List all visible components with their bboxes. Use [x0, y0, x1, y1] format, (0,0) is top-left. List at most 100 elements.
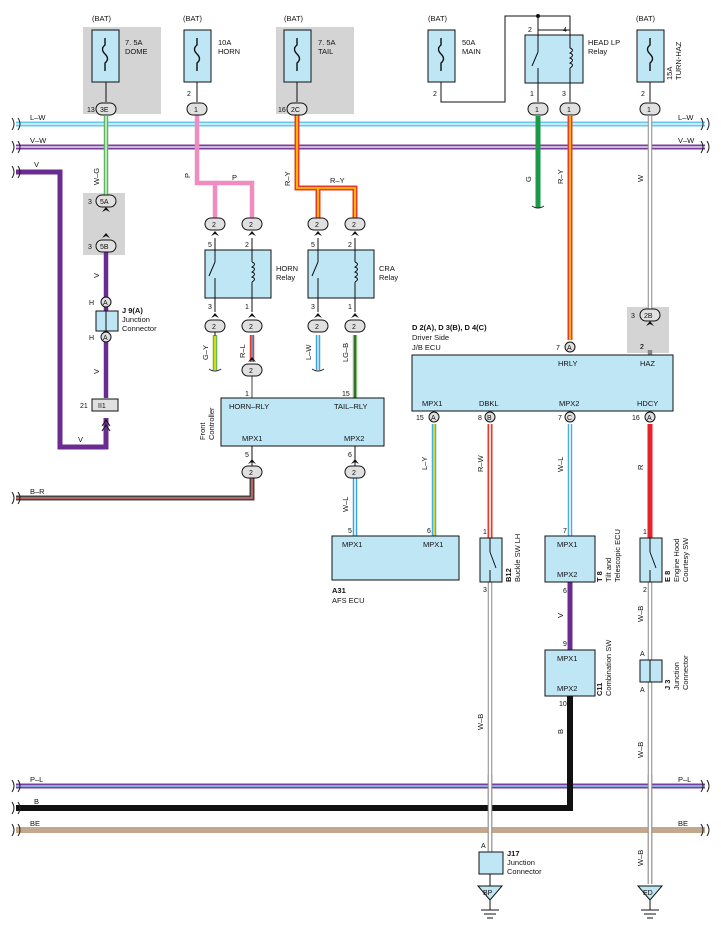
wire-lgb-label: LG–B [341, 343, 350, 362]
horn-relay-label-1: HORN [276, 264, 298, 273]
cra-relay-conn-1: 2 [315, 222, 319, 229]
wire-v-label-1: V [92, 273, 101, 278]
combo-sw-mpx1: MPX1 [557, 654, 577, 663]
afs-ecu-pin-left: 5 [348, 528, 352, 535]
front-controller-pin-mpx1: 5 [245, 452, 249, 459]
combo-sw-pin-bottom: 10 [559, 701, 567, 708]
jb-ecu-code: D 2(A), D 3(B), D 4(C) [412, 323, 487, 332]
horn-relay-label-2: Relay [276, 273, 295, 282]
c5a-conn: 5A [100, 199, 109, 206]
bus-be-label-r: BE [678, 819, 688, 828]
connector-pills [95, 102, 661, 479]
head-lp-pin-2: 2 [528, 27, 532, 34]
afs-ecu-box [331, 535, 460, 581]
fuse-turn-haz [636, 29, 665, 102]
j3-label-2: Connector [681, 655, 690, 690]
buckle-sw-pin-bottom: 3 [483, 587, 487, 594]
turn-fuse-conn: 1 [647, 107, 651, 114]
jb-ecu-mpx2: MPX2 [559, 399, 579, 408]
combo-sw-code: C11 [595, 683, 604, 696]
buckle-sw-pin-top: 1 [483, 529, 487, 536]
fuse-main [427, 15, 538, 103]
dome-fuse-supply: (BAT) [92, 14, 112, 23]
front-controller-conn-1: 2 [249, 470, 253, 477]
j17-pin: A [481, 843, 486, 850]
wire-rw-label: R–W [476, 454, 485, 472]
wire-w-label: W [636, 174, 645, 182]
j9-pin-top: H [89, 300, 94, 307]
head-lp-label: HEAD LP [588, 38, 620, 47]
tilt-ecu-box [544, 535, 596, 583]
bus-v-label: V [34, 160, 39, 169]
front-controller-label-2: Controller [207, 407, 216, 440]
head-lp-conn-1: 1 [535, 107, 539, 114]
horn-fuse-name: HORN [218, 47, 240, 56]
dome-fuse-rating: 7. 5A [125, 38, 143, 47]
tilt-ecu-label-2: Telescopic ECU [613, 529, 622, 582]
j3-label-1: Junction [672, 662, 681, 690]
afs-ecu-mpx1-right: MPX1 [423, 540, 443, 549]
jb-ecu-conn-dbkl: B [487, 415, 492, 422]
wire-wl-front-label: W–L [341, 497, 350, 512]
jb-ecu-haz: HAZ [640, 359, 655, 368]
jb-ecu-mpx1: MPX1 [422, 399, 442, 408]
combo-sw-name: Combination SW [604, 639, 613, 696]
wire-ry-label: R–Y [283, 171, 292, 186]
j3-pin-bottom: A [640, 687, 645, 694]
wire-v-left [16, 169, 109, 450]
jb-ecu-pin-mpx1: 15 [416, 415, 424, 422]
ground-bp-label: BP [483, 890, 493, 897]
jb-ecu-pin-hdcy: 16 [632, 415, 640, 422]
jb-ecu-hdcy: HDCY [637, 399, 658, 408]
horn-relay-conn-2: 2 [249, 222, 253, 229]
horn-fuse-rating: 10A [218, 38, 231, 47]
head-lp-pin-4: 4 [563, 27, 567, 34]
tilt-ecu-code: T 8 [595, 571, 604, 582]
jb-ecu-pin-mpx2: 7 [558, 415, 562, 422]
front-controller-tail-rly: TAIL–RLY [334, 402, 368, 411]
wire-b-label: B [556, 729, 565, 734]
horn-fuse-supply: (BAT) [183, 14, 203, 23]
wire-p [194, 110, 218, 218]
cra-relay-pin-5: 5 [311, 242, 315, 249]
wire-wb-hood-label: W–B [636, 606, 645, 622]
front-controller-pin-tail: 15 [342, 391, 350, 398]
wire-p-label-2: P [232, 173, 237, 182]
cra-relay-conn-2: 2 [352, 222, 356, 229]
hood-switch [639, 537, 663, 583]
j9-pin-a-top: A [103, 300, 108, 307]
j9-pin-a-bottom: A [103, 335, 108, 342]
main-fuse-name: MAIN [462, 47, 481, 56]
bus-br-label: B–R [30, 487, 45, 496]
horn-relay-conn-4: 2 [249, 324, 253, 331]
jb-ecu-hrly: HRLY [558, 359, 577, 368]
wire-wb-buckle-label: W–B [476, 714, 485, 730]
horn-fuse-conn: 1 [194, 107, 198, 114]
bus-be-label: BE [30, 819, 40, 828]
wire-lw-label: L–W [304, 344, 313, 360]
combo-sw-mpx2: MPX2 [557, 684, 577, 693]
wire-p-label: P [183, 173, 192, 178]
wire-v-label-2: V [92, 369, 101, 374]
turn-fuse-rating: 15A [665, 67, 674, 80]
horn-relay-conn-1: 2 [212, 222, 216, 229]
afs-ecu-code: A31 [332, 586, 346, 595]
hood-sw-pin-bottom: 2 [643, 587, 647, 594]
jb-ecu-label-1: Driver Side [412, 333, 449, 342]
wire-r-label: R [636, 464, 645, 470]
j3-pin-top: A [640, 651, 645, 658]
jb-ecu-box [411, 354, 674, 412]
horn-relay-pin-1: 1 [245, 304, 249, 311]
wire-p2 [215, 180, 255, 218]
cra-relay-pin-1: 1 [348, 304, 352, 311]
dome-fuse-name: DOME [125, 47, 148, 56]
ii1-pin: 21 [80, 403, 88, 410]
cra-relay-label-1: CRA [379, 264, 395, 273]
main-fuse-supply: (BAT) [428, 14, 448, 23]
wire-ry-hrly-label: R–Y [556, 169, 565, 184]
cra-relay-pin-2: 2 [348, 242, 352, 249]
wire-ry-label-2: R–Y [330, 176, 345, 185]
fuse-horn [183, 29, 212, 102]
jb-ecu-pin-dbkl: 8 [478, 415, 482, 422]
c5b-conn: 5B [100, 244, 109, 251]
